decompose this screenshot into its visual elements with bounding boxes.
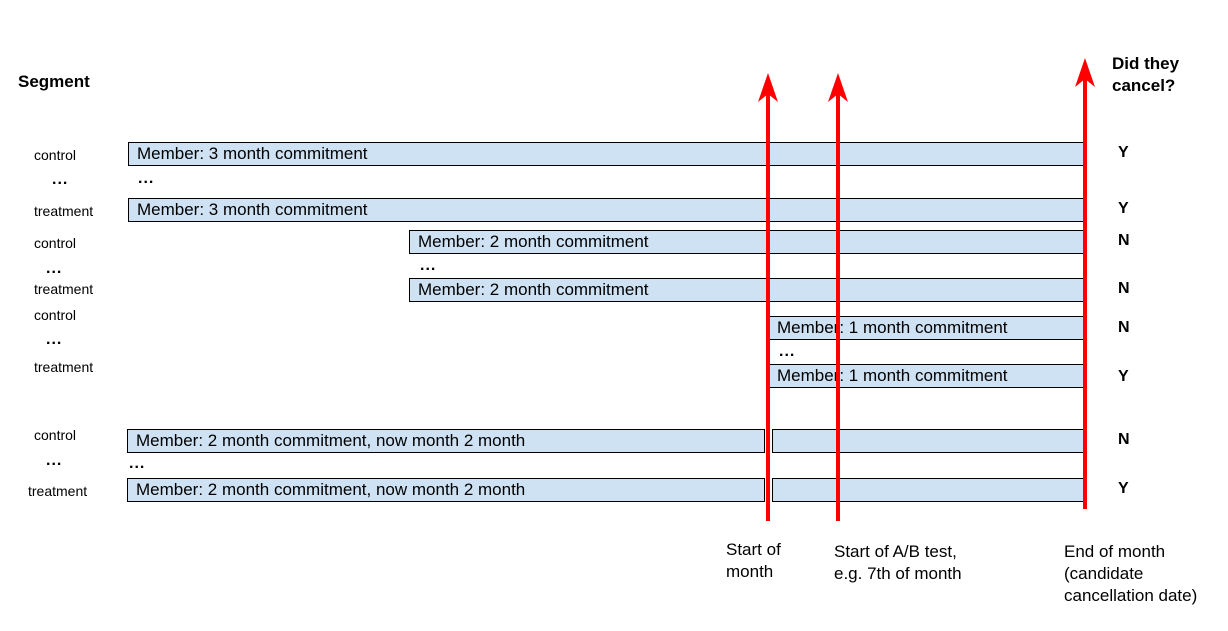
cancel-answer: N	[1118, 431, 1130, 448]
end-of-month-label-line3: cancellation date)	[1064, 586, 1198, 605]
cancel-answer: Y	[1118, 480, 1129, 497]
cancel-header-line2: cancel?	[1112, 76, 1176, 95]
end-of-month-label-line1: End of month	[1064, 542, 1166, 561]
ab-test-start-label-line1: Start of A/B test,	[834, 542, 957, 561]
bar-ellipsis: ...	[420, 257, 437, 274]
start-of-month-label-line2: month	[726, 562, 774, 581]
segment-ellipsis: ...	[52, 171, 69, 188]
segment-label-treatment: treatment	[34, 203, 94, 219]
membership-bar-2-month-now-month-2-treatment: Member: 2 month commitment, now month 2 …	[127, 478, 765, 502]
segment-label-control: control	[34, 147, 77, 163]
membership-bar-1-month-control: Member: 1 month commitment	[768, 316, 1086, 340]
segment-ellipsis: ...	[46, 331, 63, 348]
cancel-header-line1: Did they	[1112, 54, 1180, 73]
cancel-answer: Y	[1118, 144, 1129, 161]
segment-ellipsis: ...	[46, 260, 63, 277]
membership-bar-3-month-treatment: Member: 3 month commitment	[128, 198, 1086, 222]
membership-bar-2-month-now-month-2-control: Member: 2 month commitment, now month 2 …	[127, 429, 765, 453]
membership-bar-continuation-treatment	[772, 478, 1086, 502]
cancel-answer: N	[1118, 319, 1130, 336]
membership-bar-2-month-treatment: Member: 2 month commitment	[409, 278, 1086, 302]
start-of-month-arrowhead	[758, 73, 778, 102]
cancel-answer: N	[1118, 280, 1130, 297]
cancel-answer: Y	[1118, 200, 1129, 217]
cancel-answer: N	[1118, 232, 1130, 249]
segment-label-control: control	[34, 427, 77, 443]
segment-label-treatment: treatment	[34, 359, 94, 375]
segment-header: Segment	[18, 72, 90, 91]
ab-test-start-arrowhead	[828, 73, 848, 102]
segment-ellipsis: ...	[46, 452, 63, 469]
membership-bar-continuation-control	[772, 429, 1086, 453]
segment-label-treatment: treatment	[34, 281, 94, 297]
membership-bar-1-month-treatment: Member: 1 month commitment	[768, 364, 1086, 388]
bar-ellipsis: ...	[138, 170, 155, 187]
membership-bar-3-month-control: Member: 3 month commitment	[128, 142, 1086, 166]
bar-ellipsis: ...	[779, 343, 796, 360]
segment-label-control: control	[34, 235, 77, 251]
ab-test-start-label-line2: e.g. 7th of month	[834, 564, 962, 583]
cancel-answer: Y	[1118, 368, 1129, 385]
end-of-month-label-line2: (candidate	[1064, 564, 1144, 583]
segment-label-treatment: treatment	[28, 483, 88, 499]
end-of-month-arrowhead	[1075, 58, 1095, 87]
membership-bar-2-month-control: Member: 2 month commitment	[409, 230, 1086, 254]
segment-label-control: control	[34, 307, 77, 323]
bar-ellipsis: ...	[129, 455, 146, 472]
start-of-month-label-line1: Start of	[726, 540, 781, 559]
